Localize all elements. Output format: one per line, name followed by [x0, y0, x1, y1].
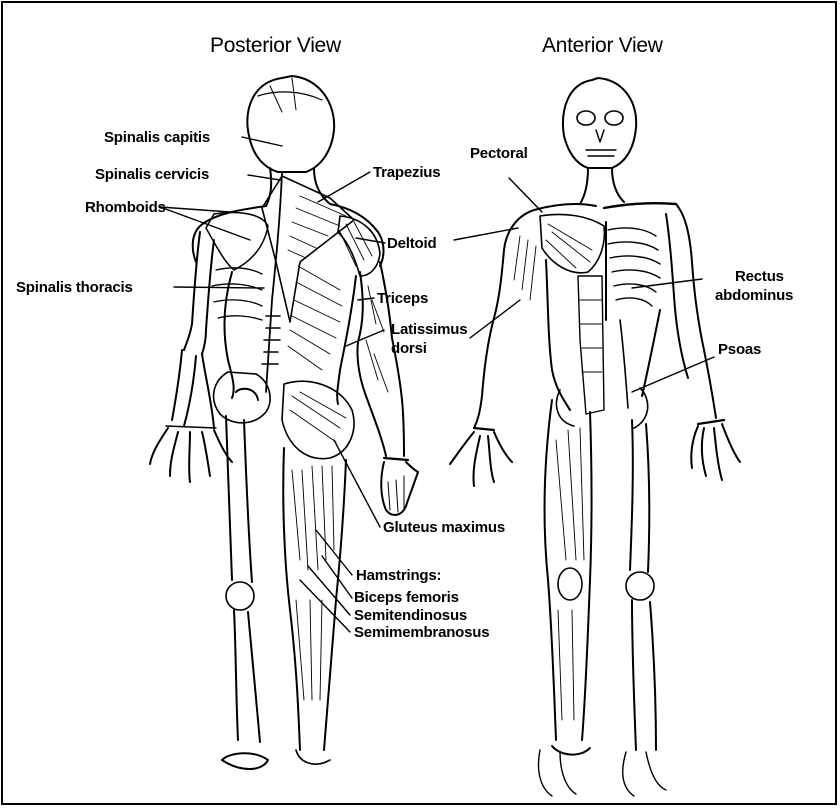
posterior-right-hand — [381, 462, 418, 515]
label-semitendinosus: Semitendinosus — [354, 607, 467, 624]
deltoid-muscle — [338, 216, 380, 276]
scapula — [206, 213, 268, 271]
posterior-view-title: Posterior View — [210, 34, 341, 58]
anterior-figure — [450, 78, 740, 796]
label-hamstrings: Hamstrings: — [356, 567, 441, 584]
label-biceps-femoris: Biceps femoris — [354, 589, 459, 606]
label-psoas: Psoas — [718, 341, 761, 358]
label-spinalis-capitis: Spinalis capitis — [104, 129, 210, 146]
label-pectoral: Pectoral — [470, 145, 528, 162]
label-abdominus: abdominus — [715, 287, 793, 304]
label-rhomboids: Rhomboids — [85, 199, 166, 216]
trapezius-muscle — [262, 176, 354, 322]
label-spinalis-thoracis: Spinalis thoracis — [16, 279, 133, 296]
posterior-skull — [247, 76, 334, 172]
anterior-view-title: Anterior View — [542, 34, 663, 58]
anterior-right-hand — [691, 424, 740, 480]
posterior-pelvis — [214, 372, 271, 423]
posterior-left-humerus — [184, 232, 214, 354]
rectus-abdominus-muscle — [578, 276, 604, 414]
anterior-skull — [563, 78, 636, 168]
anterior-rib-cage — [608, 228, 660, 306]
label-spinalis-cervicis: Spinalis cervicis — [95, 166, 209, 183]
anterior-left-hand — [450, 432, 512, 486]
posterior-left-hand — [150, 428, 232, 482]
posterior-left-femur — [226, 416, 252, 582]
label-deltoid: Deltoid — [387, 235, 436, 252]
label-dorsi: dorsi — [391, 340, 427, 357]
label-rectus: Rectus — [735, 268, 784, 285]
label-latissimus: Latissimus — [391, 321, 467, 338]
gluteus-maximus-muscle — [282, 381, 354, 458]
label-semimembranosus: Semimembranosus — [354, 624, 489, 641]
anterior-left-leg — [545, 400, 592, 740]
anterior-right-femur — [630, 420, 649, 572]
label-gluteus-maximus: Gluteus maximus — [383, 519, 505, 536]
posterior-spine — [266, 172, 282, 392]
psoas-muscle — [620, 320, 628, 408]
label-triceps: Triceps — [377, 290, 428, 307]
label-trapezius: Trapezius — [373, 164, 440, 181]
